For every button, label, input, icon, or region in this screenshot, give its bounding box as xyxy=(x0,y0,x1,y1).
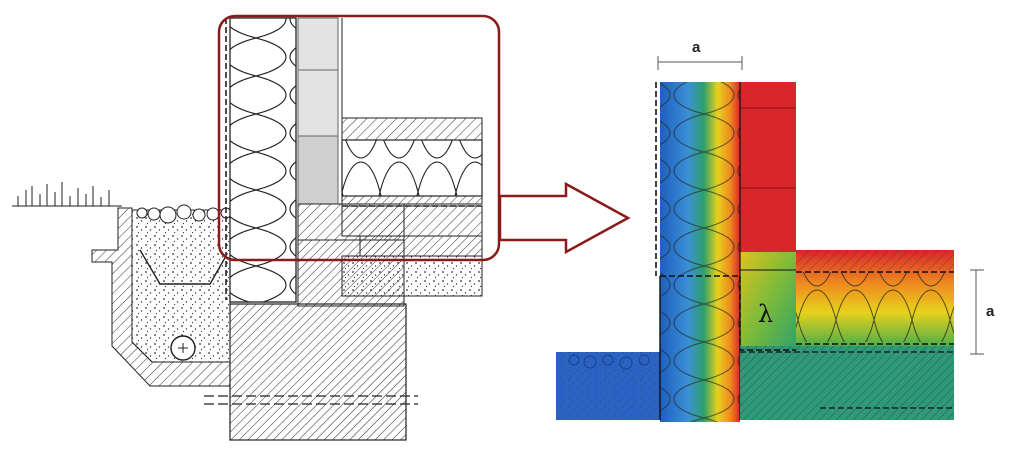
dimension-right xyxy=(970,269,984,355)
construction-detail xyxy=(12,14,501,441)
detail-callout-frame xyxy=(217,14,501,262)
right-arrow-icon xyxy=(498,181,631,255)
dimension-right-label: a xyxy=(986,303,995,320)
gravel-pebbles xyxy=(136,204,232,224)
drain-pipe-icon xyxy=(170,335,196,361)
floor-buildup xyxy=(341,117,483,297)
grass-ground-line xyxy=(12,182,122,207)
drain-channel xyxy=(139,249,227,285)
thermal-simulation: λ a a xyxy=(556,39,995,422)
dimension-top-label: a xyxy=(692,39,701,56)
masonry-blocks xyxy=(297,17,339,205)
dimension-top xyxy=(657,56,743,70)
foundation-footing xyxy=(229,303,407,441)
interior-masonry-hot xyxy=(740,82,796,252)
conductivity-symbol: λ xyxy=(758,300,773,328)
